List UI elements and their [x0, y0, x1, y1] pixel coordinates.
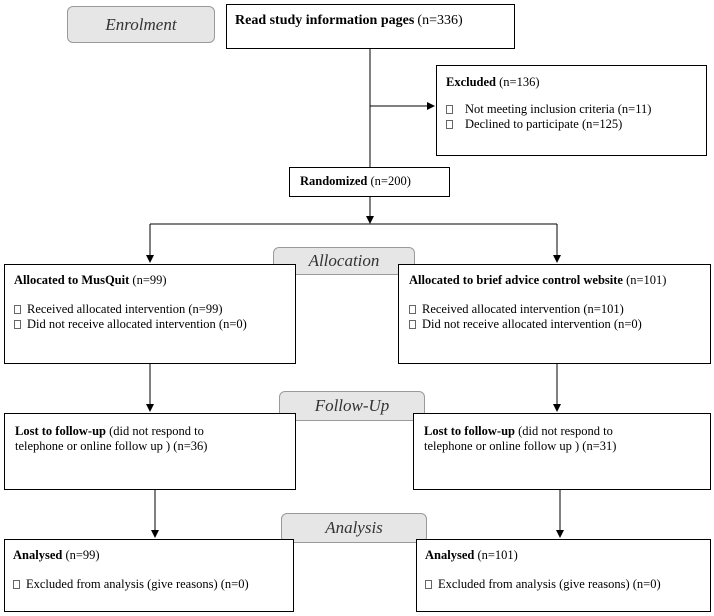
randomized-box: Randomized (n=200): [289, 167, 450, 197]
lost-musquit-title: Lost to follow-up: [15, 424, 106, 438]
checkbox-icon: [13, 580, 20, 589]
excluded-item-label: Declined to participate (n=125): [465, 117, 623, 131]
stage-enrolment-label: Enrolment: [105, 15, 177, 34]
lost-musquit-text1: (did not respond to: [109, 424, 204, 438]
allocated-control-item: Did not receive allocated intervention (…: [409, 317, 700, 332]
analysed-control-title: Analysed: [425, 548, 475, 562]
analysed-control-heading: Analysed (n=101): [425, 548, 702, 563]
read-info-box: Read study information pages (n=336): [226, 4, 515, 49]
lost-musquit-box: Lost to follow-up (did not respond to te…: [4, 413, 296, 490]
analysed-control-box: Analysed (n=101) Excluded from analysis …: [416, 539, 711, 612]
lost-musquit-line1: Lost to follow-up (did not respond to: [15, 424, 285, 439]
checkbox-icon: [409, 305, 416, 314]
analysed-control-count: (n=101): [477, 548, 518, 562]
excluded-box: Excluded (n=136) Not meeting inclusion c…: [436, 65, 707, 156]
stage-allocation-label: Allocation: [308, 251, 380, 270]
allocated-musquit-item: Did not receive allocated intervention (…: [14, 317, 286, 332]
randomized-title: Randomized: [300, 174, 368, 188]
lost-control-text1: (did not respond to: [518, 424, 613, 438]
checkbox-icon: [446, 105, 453, 114]
allocated-musquit-item-label: Did not receive allocated intervention (…: [27, 317, 247, 331]
excluded-count: (n=136): [499, 75, 540, 89]
allocated-control-item: Received allocated intervention (n=101): [409, 302, 700, 317]
allocated-control-count: (n=101): [626, 273, 667, 287]
excluded-item-label: Not meeting inclusion criteria (n=11): [465, 102, 652, 116]
stage-followup: Follow-Up: [279, 391, 425, 421]
lost-control-line1: Lost to follow-up (did not respond to: [424, 424, 700, 439]
allocated-musquit-count: (n=99): [132, 273, 167, 287]
read-info-count: (n=336): [417, 13, 463, 28]
stage-analysis: Analysis: [281, 513, 427, 543]
allocated-control-heading: Allocated to brief advice control websit…: [409, 273, 700, 288]
allocated-musquit-item: Received allocated intervention (n=99): [14, 302, 286, 317]
checkbox-icon: [446, 120, 453, 129]
analysed-musquit-box: Analysed (n=99) Excluded from analysis (…: [4, 539, 294, 612]
allocated-musquit-box: Allocated to MusQuit (n=99) Received all…: [4, 264, 296, 364]
analysed-musquit-item: Excluded from analysis (give reasons) (n…: [13, 577, 285, 592]
allocated-musquit-heading: Allocated to MusQuit (n=99): [14, 273, 286, 288]
analysed-musquit-title: Analysed: [13, 548, 63, 562]
lost-control-text2: telephone or online follow up ) (n=31): [424, 439, 617, 453]
lost-control-box: Lost to follow-up (did not respond to te…: [413, 413, 711, 490]
excluded-heading: Excluded (n=136): [446, 75, 697, 90]
stage-followup-label: Follow-Up: [314, 396, 390, 415]
allocated-control-item-label: Received allocated intervention (n=101): [422, 302, 624, 316]
analysed-musquit-count: (n=99): [65, 548, 100, 562]
read-info-label: Read study information pages: [235, 13, 415, 28]
checkbox-icon: [425, 580, 432, 589]
checkbox-icon: [409, 320, 416, 329]
stage-allocation: Allocation: [273, 247, 415, 275]
allocated-musquit-item-label: Received allocated intervention (n=99): [27, 302, 223, 316]
excluded-item: Not meeting inclusion criteria (n=11): [446, 102, 697, 117]
lost-musquit-text2: telephone or online follow up ) (n=36): [15, 439, 208, 453]
stage-analysis-label: Analysis: [325, 518, 383, 537]
excluded-item: Declined to participate (n=125): [446, 117, 697, 132]
allocated-control-title: Allocated to brief advice control websit…: [409, 273, 623, 287]
allocated-control-box: Allocated to brief advice control websit…: [398, 264, 711, 364]
checkbox-icon: [14, 305, 21, 314]
randomized-count: (n=200): [370, 174, 411, 188]
analysed-control-item: Excluded from analysis (give reasons) (n…: [425, 577, 702, 592]
checkbox-icon: [14, 320, 21, 329]
stage-enrolment: Enrolment: [67, 6, 215, 43]
allocated-musquit-title: Allocated to MusQuit: [14, 273, 130, 287]
lost-control-title: Lost to follow-up: [424, 424, 515, 438]
analysed-musquit-heading: Analysed (n=99): [13, 548, 285, 563]
analysed-musquit-item-label: Excluded from analysis (give reasons) (n…: [26, 577, 249, 591]
analysed-control-item-label: Excluded from analysis (give reasons) (n…: [438, 577, 661, 591]
excluded-title: Excluded: [446, 75, 497, 89]
allocated-control-item-label: Did not receive allocated intervention (…: [422, 317, 642, 331]
